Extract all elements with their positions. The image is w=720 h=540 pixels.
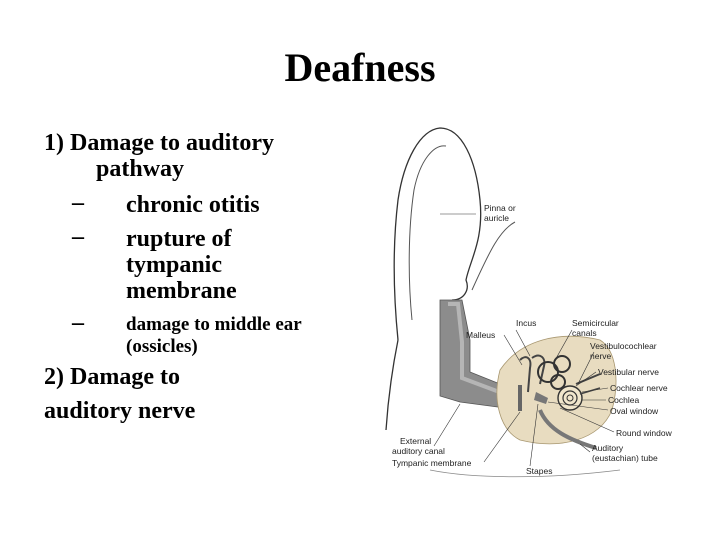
cochlea-shape xyxy=(557,385,583,411)
bullet-1-line1: chronic otitis xyxy=(126,192,260,218)
label-tympanic-membrane: Tympanic membrane xyxy=(392,458,472,468)
slide-title: Deafness xyxy=(284,45,436,90)
vestibulocochlear-nerve-shape xyxy=(575,373,601,385)
label-pinna-2: auricle xyxy=(484,213,509,223)
label-vestibulocochlear-1: Vestibulocochlear xyxy=(590,341,657,351)
incus-shape xyxy=(531,354,546,385)
item1-heading-line2: pathway xyxy=(96,156,185,182)
label-auditory-tube-2: (eustachian) tube xyxy=(592,453,658,463)
label-cochlea: Cochlea xyxy=(608,395,639,405)
bullet-3-line2: (ossicles) xyxy=(126,336,198,357)
malleus-shape xyxy=(519,356,532,393)
label-vestibulocochlear-2: nerve xyxy=(590,351,612,361)
semicircular-canal-3 xyxy=(550,374,566,390)
item2-line2: auditory nerve xyxy=(44,398,196,424)
bullet-2-line1: rupture of xyxy=(126,226,232,252)
label-cochlear-nerve: Cochlear nerve xyxy=(610,383,668,393)
bullet-dash-2: – xyxy=(72,224,84,250)
label-malleus: Malleus xyxy=(466,330,495,340)
label-vestibular-nerve: Vestibular nerve xyxy=(598,367,659,377)
tympanic-membrane-shape xyxy=(518,385,522,411)
label-semicircular-1: Semicircular xyxy=(572,318,619,328)
bullet-2-line2: tympanic xyxy=(126,252,222,278)
label-pinna-1: Pinna or xyxy=(484,203,516,213)
temporal-bone xyxy=(496,335,617,445)
stapes-shape xyxy=(534,392,548,404)
label-stapes: Stapes xyxy=(526,466,552,476)
label-round-window: Round window xyxy=(616,428,673,438)
pinna-outline xyxy=(393,127,482,341)
ear-canal-highlight xyxy=(448,302,511,398)
label-incus: Incus xyxy=(516,318,536,328)
label-semicircular-2: canals xyxy=(572,328,597,338)
label-external-canal-1: External xyxy=(400,436,431,446)
auditory-tube-shape xyxy=(538,409,597,450)
head-outline xyxy=(385,339,399,431)
bullet-2-line3: membrane xyxy=(126,278,237,304)
label-external-canal-2: auditory canal xyxy=(392,446,445,456)
item1-heading-line1: 1) Damage to auditory xyxy=(44,130,274,156)
label-oval-window: Oval window xyxy=(610,406,659,416)
bullet-dash-3: – xyxy=(72,310,84,336)
item2-line1: 2) Damage to xyxy=(44,364,180,390)
pinna-inner xyxy=(408,145,447,321)
label-auditory-tube-1: Auditory xyxy=(592,443,624,453)
semicircular-canal-2 xyxy=(553,355,571,373)
pinna-back xyxy=(471,221,516,291)
head-outline-2 xyxy=(429,469,621,478)
bullet-3-line1: damage to middle ear xyxy=(126,314,302,335)
ear-anatomy-diagram: Pinna or auricle Incus Semicircular cana… xyxy=(385,127,673,478)
bullet-dash-1: – xyxy=(72,190,84,216)
